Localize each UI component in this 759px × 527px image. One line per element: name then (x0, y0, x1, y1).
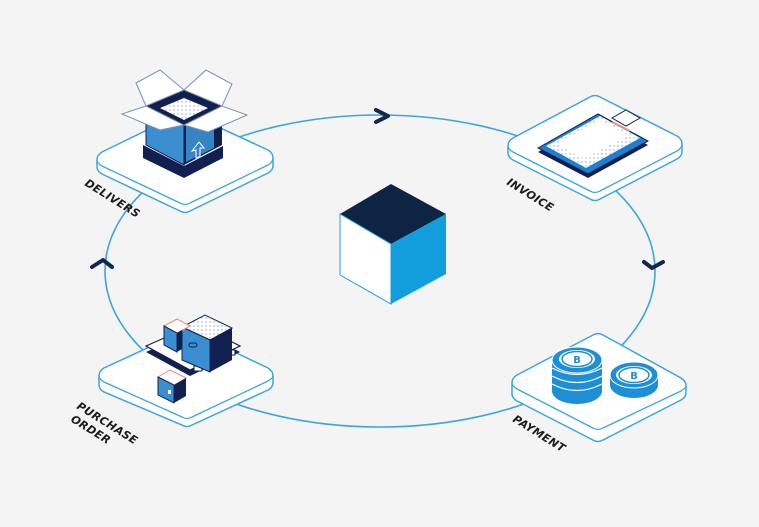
arrow-down-icon (642, 260, 665, 270)
arrow-right-icon (374, 108, 390, 124)
cube-icon (339, 184, 446, 305)
arrow-up-icon (90, 258, 114, 269)
clipboard-icon (536, 109, 650, 178)
stage-invoice: INVOICE (504, 94, 683, 215)
cycle-ring (104, 114, 656, 428)
svg-text:B: B (573, 355, 581, 366)
stage-label-invoice: INVOICE (504, 176, 556, 215)
stage-delivers: DELIVERS (82, 69, 274, 221)
coins-icon: B B (551, 346, 659, 404)
stage-purchase-order: PURCHASE ORDER (68, 314, 274, 447)
pallet-boxes-icon (144, 314, 242, 404)
stage-payment: B B PAYMENT (510, 332, 687, 456)
open-box-icon (120, 69, 249, 178)
svg-text:B: B (630, 371, 638, 382)
